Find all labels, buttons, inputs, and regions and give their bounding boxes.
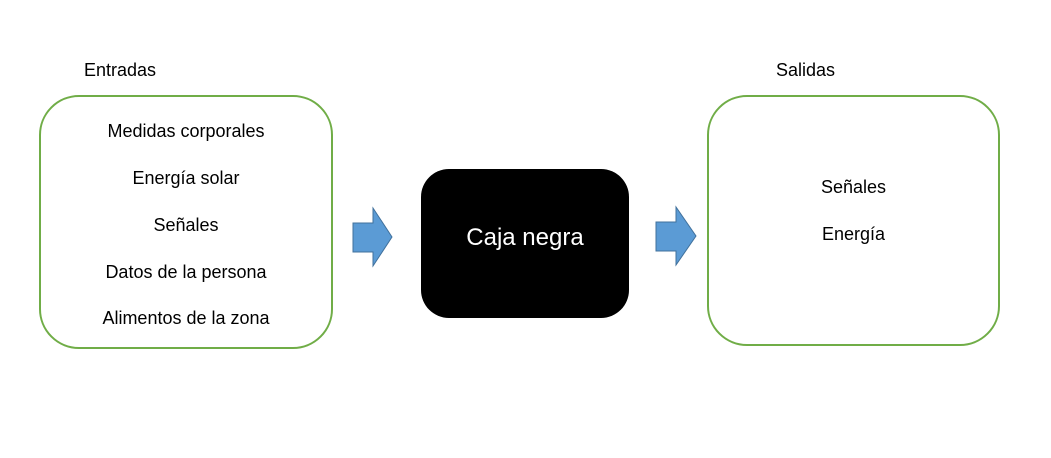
right-arrow-icon [352,206,393,268]
input-item: Alimentos de la zona [102,308,270,328]
right-arrow-icon [655,205,697,267]
process-label: Caja negra [466,224,584,251]
input-item: Datos de la persona [105,262,267,282]
outputs-box: Señales Energía [707,95,1000,346]
input-item: Energía solar [132,168,240,188]
output-item: Energía [821,224,886,244]
output-item: Señales [820,177,887,197]
input-item: Medidas corporales [107,121,265,141]
inputs-box: Medidas corporales Energía solar Señales… [39,95,333,349]
inputs-title: Entradas [84,60,157,80]
outputs-title: Salidas [776,60,836,80]
input-item: Señales [153,215,219,235]
black-box-process: Caja negra [421,169,629,318]
